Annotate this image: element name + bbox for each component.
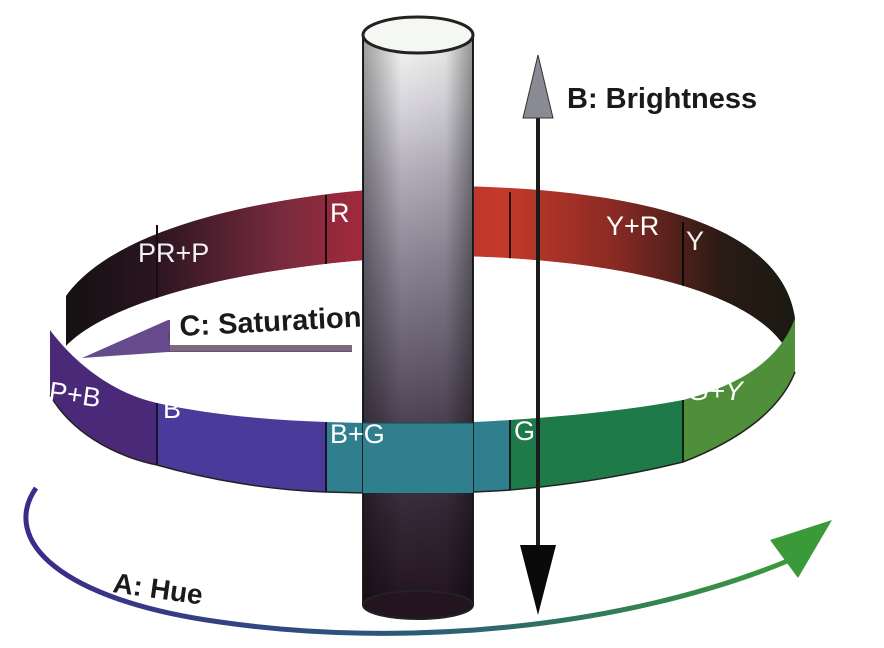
saturation-pointer xyxy=(82,312,352,358)
hue-axis-label: A: Hue xyxy=(111,567,205,610)
brightness-axis-label: B: Brightness xyxy=(567,83,757,115)
hue-label-y: Y xyxy=(686,226,704,256)
brightness-axis-arrow xyxy=(520,54,556,615)
hue-label-y-r: Y+R xyxy=(606,211,659,241)
hue-label-r: R xyxy=(330,198,350,228)
hue-label-g: G xyxy=(514,416,535,446)
hue-label-pr-p: PR+P xyxy=(138,238,209,268)
hue-label-b: B xyxy=(163,394,181,424)
hue-axis-arrow xyxy=(23,486,832,636)
hue-label-p-b: P+B xyxy=(47,376,102,413)
hue-label-b-g: B+G xyxy=(330,419,385,449)
hue-ring-back-band xyxy=(66,186,795,372)
hue-label-g-y: G+Y xyxy=(688,376,745,406)
brightness-cylinder xyxy=(361,15,475,620)
